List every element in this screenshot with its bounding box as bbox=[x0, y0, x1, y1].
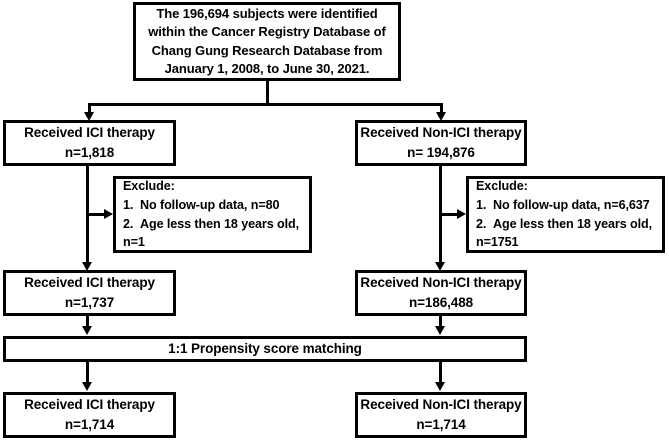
exclusion-ici-item-1-text: No follow-up data, n=80 bbox=[140, 197, 280, 212]
nonici-matched-count: n=1,714 bbox=[416, 417, 466, 432]
arrow-to-nonici-initial bbox=[436, 112, 446, 121]
connector-split-left bbox=[88, 103, 91, 115]
exclusion-ici-item-1: 1. No follow-up data, n=80 bbox=[123, 196, 279, 215]
connector-nonici-to-psm bbox=[439, 316, 442, 329]
nonici-matched-label: Received Non-ICI therapy bbox=[360, 397, 522, 413]
source-line-4: January 1, 2008, to June 30, 2021. bbox=[164, 60, 370, 76]
ici-after-exclusion-count: n=1,737 bbox=[64, 295, 115, 310]
connector-psm-to-ici-matched bbox=[86, 362, 89, 384]
nonici-after-exclusion-count: n=186,488 bbox=[408, 295, 474, 310]
node-exclusion-ici: Exclude: 1. No follow-up data, n=80 2. Age… bbox=[113, 176, 312, 253]
exclusion-ici-heading: Exclude: bbox=[123, 178, 175, 193]
exclusion-nonici-heading: Exclude: bbox=[476, 178, 528, 193]
psm-label: 1:1 Propensity score matching bbox=[168, 341, 362, 357]
node-source-database: The 196,694 subjects were identified wit… bbox=[133, 2, 401, 81]
arrow-to-exclusion-nonici bbox=[457, 209, 466, 219]
node-ici-initial: Received ICI therapy n=1,818 bbox=[3, 120, 176, 166]
connector-ici-initial-down bbox=[86, 166, 89, 266]
connector-ici-to-exclusion bbox=[86, 213, 106, 216]
node-exclusion-nonici: Exclude: 1. No follow-up data, n=6,637 2.… bbox=[466, 176, 665, 253]
ici-matched-label: Received ICI therapy bbox=[24, 397, 155, 413]
connector-split-bar bbox=[88, 103, 443, 106]
arrow-to-ici-initial bbox=[84, 112, 94, 121]
exclusion-ici-item-1-number: 1. bbox=[123, 197, 134, 212]
exclusion-nonici-item-2-text: Age less then 18 years old, bbox=[493, 216, 652, 231]
source-line-1: The 196,694 subjects were identified bbox=[156, 5, 378, 21]
node-nonici-matched: Received Non-ICI therapy n=1,714 bbox=[355, 392, 527, 438]
exclusion-nonici-item-1-text: No follow-up data, n=6,637 bbox=[493, 197, 650, 212]
exclusion-nonici-item-2: 2. Age less then 18 years old, bbox=[476, 215, 652, 234]
arrow-to-nonici-after-exclusion bbox=[435, 262, 445, 271]
arrow-nonici-to-psm bbox=[435, 326, 445, 335]
exclusion-ici-item-2-number: 2. bbox=[123, 216, 134, 231]
source-line-3: Chang Gung Research Database from bbox=[151, 42, 383, 58]
node-nonici-initial: Received Non-ICI therapy n= 194,876 bbox=[355, 120, 527, 166]
connector-ici-to-psm bbox=[86, 316, 89, 329]
node-nonici-after-exclusion: Received Non-ICI therapy n=186,488 bbox=[355, 270, 527, 316]
connector-nonici-to-exclusion bbox=[439, 213, 459, 216]
exclusion-nonici-item-2-continued: n=1751 bbox=[476, 235, 519, 250]
arrow-ici-to-psm bbox=[82, 326, 92, 335]
ici-initial-count: n=1,818 bbox=[64, 145, 115, 160]
node-propensity-score-matching: 1:1 Propensity score matching bbox=[3, 336, 527, 362]
arrow-to-ici-after-exclusion bbox=[82, 262, 92, 271]
connector-nonici-initial-down bbox=[439, 166, 442, 266]
connector-source-stem bbox=[265, 81, 269, 105]
node-ici-matched: Received ICI therapy n=1,714 bbox=[3, 392, 176, 438]
ici-after-exclusion-label: Received ICI therapy bbox=[24, 275, 155, 291]
nonici-initial-count: n= 194,876 bbox=[407, 145, 475, 160]
exclusion-nonici-item-2-number: 2. bbox=[476, 216, 487, 231]
exclusion-ici-item-2-text: Age less then 18 years old, bbox=[140, 216, 299, 231]
node-ici-after-exclusion: Received ICI therapy n=1,737 bbox=[3, 270, 176, 316]
arrow-psm-to-nonici-matched bbox=[435, 382, 445, 391]
nonici-after-exclusion-label: Received Non-ICI therapy bbox=[360, 275, 522, 291]
arrow-psm-to-ici-matched bbox=[82, 382, 92, 391]
source-line-2: within the Cancer Registry Database of bbox=[148, 24, 386, 40]
connector-split-right bbox=[440, 103, 443, 115]
ici-initial-label: Received ICI therapy bbox=[24, 125, 155, 141]
exclusion-ici-item-2: 2. Age less then 18 years old, bbox=[123, 215, 299, 234]
nonici-initial-label: Received Non-ICI therapy bbox=[360, 125, 522, 141]
exclusion-ici-item-2-continued: n=1 bbox=[123, 235, 145, 250]
arrow-to-exclusion-ici bbox=[104, 209, 113, 219]
ici-matched-count: n=1,714 bbox=[64, 417, 115, 432]
exclusion-nonici-item-1-number: 1. bbox=[476, 197, 487, 212]
exclusion-nonici-item-1: 1. No follow-up data, n=6,637 bbox=[476, 196, 650, 215]
connector-psm-to-nonici-matched bbox=[439, 362, 442, 384]
